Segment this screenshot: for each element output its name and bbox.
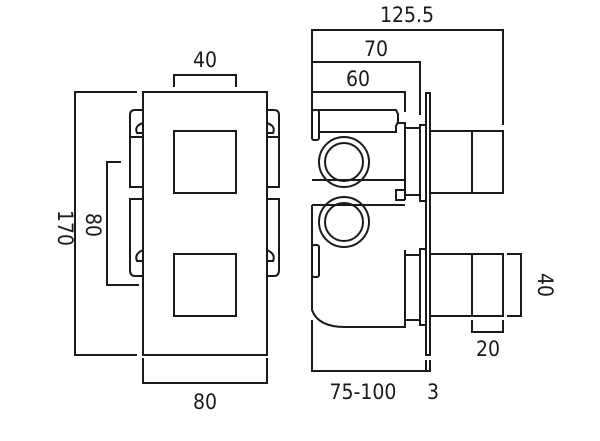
lower-handle-square (173, 253, 237, 317)
dim-line-80-bottom (142, 358, 268, 384)
dim-label-20: 20 (476, 337, 500, 361)
dim-label-70: 70 (364, 37, 388, 61)
dim-line-70 (312, 61, 421, 115)
lower-handle-base (429, 253, 473, 317)
valve-body (311, 109, 427, 328)
front-view: 40 80 170 80 (53, 48, 280, 414)
upper-handle-cap (471, 130, 504, 194)
dim-label-3: 3 (427, 380, 439, 404)
dim-label-40-right: 40 (533, 273, 557, 297)
dim-line-60 (311, 91, 406, 112)
dim-line-40-top (173, 74, 237, 87)
mounting-brackets (129, 109, 280, 277)
dim-label-80-left: 80 (81, 213, 105, 237)
wall-plate (425, 92, 431, 356)
upper-handle-square (173, 130, 237, 194)
front-plate (142, 91, 268, 356)
dim-label-60: 60 (346, 67, 370, 91)
lower-handle-cap (471, 253, 504, 317)
dim-label-80-bottom: 80 (193, 390, 217, 414)
dim-label-170: 170 (53, 210, 77, 246)
dim-line-170 (74, 91, 137, 356)
dim-line-20 (471, 320, 504, 333)
dim-label-75-100: 75-100 (330, 380, 397, 404)
dim-line-75-100 (311, 320, 431, 372)
side-view: 125.5 70 60 40 20 7 (311, 3, 557, 404)
dim-line-80-left (106, 161, 139, 286)
dim-line-125-5 (311, 29, 504, 125)
dim-label-125-5: 125.5 (380, 3, 434, 27)
upper-handle-base (429, 130, 473, 194)
dim-line-40-right (507, 253, 522, 317)
dim-label-40-top: 40 (193, 48, 217, 72)
